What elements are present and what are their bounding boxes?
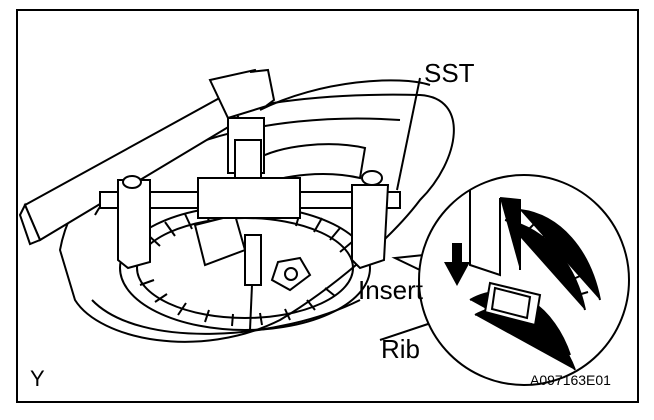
- down-arrow-icon: [444, 243, 470, 286]
- label-corner: Y: [30, 366, 45, 391]
- label-insert: Insert: [358, 275, 424, 305]
- figure-code: A097163E01: [530, 372, 611, 388]
- sst-tool: [99, 117, 401, 270]
- label-rib: Rib: [381, 334, 421, 364]
- detail-view: [418, 174, 630, 386]
- label-sst: SST: [424, 58, 475, 88]
- pump-parts: [193, 143, 367, 331]
